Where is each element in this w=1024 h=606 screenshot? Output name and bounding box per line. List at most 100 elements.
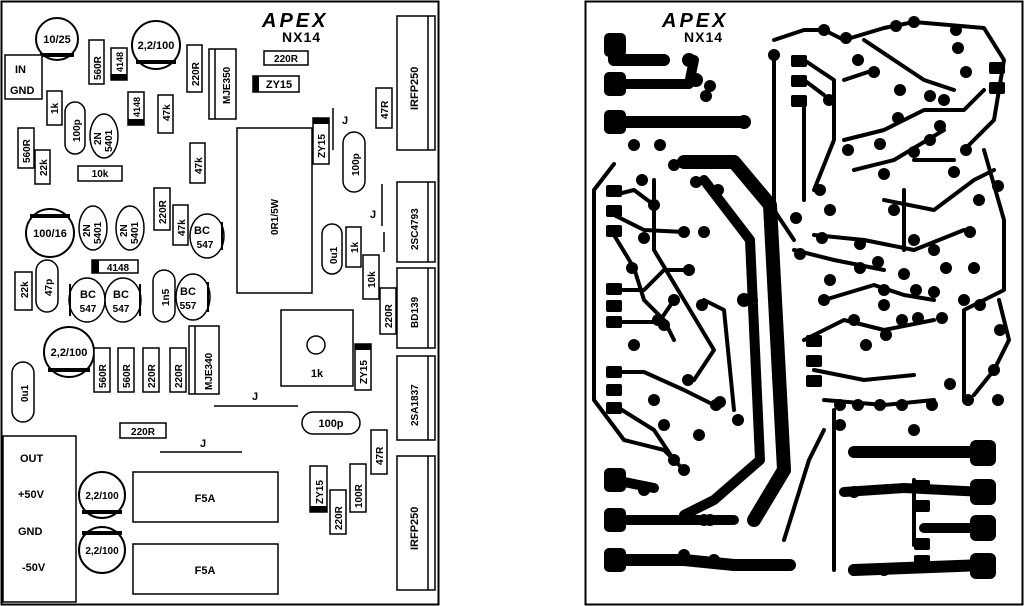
component-layout-board: APEX NX14 10/25 560R 4148 2,2/100 220R M… <box>0 0 440 606</box>
capacitor-22-100-b2-label: 2,2/100 <box>85 546 119 557</box>
resistor-47r-top-label: 47R <box>380 100 391 119</box>
transistor-2n5401-c-label-1: 2N <box>119 224 130 237</box>
pad-tr-19 <box>914 500 930 512</box>
pad-tr-10 <box>989 62 1005 74</box>
resistor-220r-center-label: 220R <box>274 54 299 65</box>
transistor-2n5401-a-label-1: 2N <box>93 132 104 145</box>
power-out-label: OUT <box>20 453 44 465</box>
transistor-bc547-a-label-2: 547 <box>197 240 214 251</box>
brand-logo: APEX <box>261 10 328 32</box>
resistor-220r-top <box>186 44 203 93</box>
resistor-22k-low-label: 22k <box>20 281 31 298</box>
resistor-10k-mid <box>77 165 123 182</box>
resistor-47k-mid-label: 47k <box>194 157 205 174</box>
component-layout-svg: APEX NX14 10/25 560R 4148 2,2/100 220R M… <box>0 0 440 606</box>
pad-tr-18 <box>914 480 930 492</box>
capacitor-100p-left <box>64 101 86 155</box>
fuse-f5a-1 <box>132 471 279 523</box>
transistor-bd139-label: BD139 <box>410 296 421 328</box>
zener-zy15-bottom-label: ZY15 <box>315 480 326 504</box>
power-plus50-label: +50V <box>18 489 45 501</box>
brand-model: NX14 <box>282 29 321 45</box>
pad-tr-17 <box>806 375 822 387</box>
trimmer-knob-icon[interactable] <box>306 335 326 355</box>
resistor-47r-low-label: 47R <box>375 446 386 465</box>
capacitor-22-100-top-label: 2,2/100 <box>138 40 175 52</box>
pad-tr-4 <box>606 283 622 295</box>
resistor-100r-bottom <box>349 463 367 513</box>
diode-4148-top-label: 4148 <box>115 52 125 72</box>
resistor-560r-top-label: 560R <box>93 55 104 80</box>
capacitor-22-100-b1-label: 2,2/100 <box>85 491 119 502</box>
resistor-22k-low <box>14 271 33 311</box>
resistor-47k-top-label: 47k <box>162 104 173 121</box>
pad-tr-21 <box>914 555 930 567</box>
transistor-mje340 <box>188 325 220 395</box>
capacitor-0u1-mid <box>321 223 343 275</box>
fuse-f5a-2-label: F5A <box>195 565 216 577</box>
solder-pads <box>604 33 1005 579</box>
resistor-1k-left <box>46 90 63 126</box>
resistor-220r-top-label: 220R <box>191 61 202 86</box>
resistor-47k-top <box>157 94 174 134</box>
transistor-2sa1837-label: 2SA1837 <box>410 384 421 426</box>
capacitor-47p <box>35 259 59 313</box>
pad-tr-5 <box>606 300 622 312</box>
resistor-560r-b <box>117 347 135 393</box>
resistor-220r-a <box>142 347 160 393</box>
copper-trace-board: APEX NX14 <box>584 0 1024 606</box>
resistor-220r-b <box>169 347 187 393</box>
transistor-2n5401-c <box>115 205 145 251</box>
resistor-220r-center <box>263 50 309 66</box>
capacitor-10-25 <box>35 17 79 61</box>
resistor-1k-mid <box>345 226 362 268</box>
pad-tr-3 <box>606 225 622 237</box>
transistor-bc557-label-1: BC <box>180 286 196 298</box>
transistor-bc547-b-label-1: BC <box>80 289 96 301</box>
transistor-mje340-label: MJE340 <box>204 352 215 390</box>
resistor-47k-mid <box>189 142 206 184</box>
resistor-22k-left-label: 22k <box>39 159 50 176</box>
resistor-220r-bottom-label: 220R <box>334 505 345 530</box>
resistor-47k-low-label: 47k <box>177 219 188 236</box>
pad-right-4 <box>970 553 996 579</box>
resistor-1k-left-label: 1k <box>50 102 61 114</box>
resistor-0r1-5w-label: 0R1/5W <box>270 198 281 235</box>
transistor-bc547-a-label-1: BC <box>194 225 210 237</box>
jumper-j-mid-label: J <box>342 115 348 127</box>
capacitor-100-16-label: 100/16 <box>33 228 67 240</box>
jumper-j-fuse-label: J <box>200 438 206 450</box>
trace-board-outline <box>584 0 1024 606</box>
traces-thin <box>592 20 1011 572</box>
resistor-0r1-5w <box>236 127 313 294</box>
pad-sig <box>604 110 626 134</box>
resistor-47r-low <box>370 429 388 475</box>
jumper-j-small-label: J <box>370 209 376 221</box>
transistor-bc557 <box>175 273 211 321</box>
resistor-220r-b-label: 220R <box>174 363 185 388</box>
capacitor-0u1-left-label: 0u1 <box>20 384 31 402</box>
transistor-bc547-c-label-2: 547 <box>113 304 130 315</box>
pad-plus50 <box>604 508 626 532</box>
capacitor-10-25-label: 10/25 <box>43 34 71 46</box>
capacitor-100p-low <box>301 411 361 435</box>
resistor-1k-mid-label: 1k <box>350 241 361 253</box>
capacitor-1n5 <box>152 269 176 323</box>
trace-brand-logo: APEX <box>661 10 728 32</box>
fuse-f5a-2 <box>132 543 279 595</box>
zener-zy15-mid-label: ZY15 <box>317 134 328 158</box>
capacitor-100p-mid <box>342 131 366 193</box>
resistor-560r-a <box>93 347 111 393</box>
trimmer-pot-1k-label: 1k <box>311 368 324 380</box>
pad-tr-6 <box>606 316 622 328</box>
resistor-220r-bottom <box>329 489 347 535</box>
capacitor-100p-mid-label: 100p <box>351 153 362 176</box>
input-gnd-label: GND <box>10 85 35 97</box>
resistor-560r-left-label: 560R <box>22 138 33 163</box>
resistor-560r-b-label: 560R <box>122 363 133 388</box>
transistor-2n5401-a <box>89 113 119 159</box>
capacitor-100-16 <box>25 208 75 258</box>
transistor-irfp250-bottom-label: IRFP250 <box>409 507 421 550</box>
pad-in <box>604 33 626 57</box>
capacitor-22-100-mid-label: 2,2/100 <box>51 347 88 359</box>
